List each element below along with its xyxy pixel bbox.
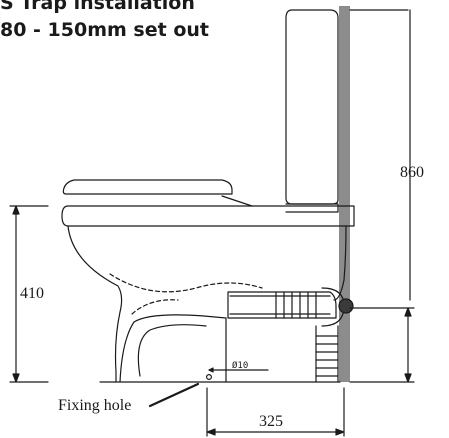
dimension-fixing-hole-diameter: Ø10 [232,361,249,371]
title-line-2: 80 - 150mm set out [0,19,209,41]
dimension-410: 410 [20,285,44,302]
fixing-hole [206,374,213,381]
seat-hinge [221,195,253,207]
title-line-1: S Trap installation [0,0,195,14]
seat-lid [62,179,233,195]
down-pipe-ribs [315,335,339,377]
dimension-325: 325 [259,413,283,430]
cistern [285,9,339,205]
wall [339,6,350,382]
fixing-leader [148,382,200,408]
bowl-body [67,225,123,383]
fixing-hole-label: Fixing hole [58,397,132,414]
outlet-pipe [227,291,337,319]
bowl-rim [61,205,355,227]
dimension-860: 860 [400,164,424,181]
pedestal-back [333,225,347,301]
base-foot [119,314,227,383]
trapway-lower [131,299,179,315]
wall-flange [338,298,354,314]
trapway [109,273,263,293]
pipe-ribs [275,291,317,319]
cistern-base [285,203,339,213]
down-pipe [315,325,339,383]
base-curve [137,324,207,377]
